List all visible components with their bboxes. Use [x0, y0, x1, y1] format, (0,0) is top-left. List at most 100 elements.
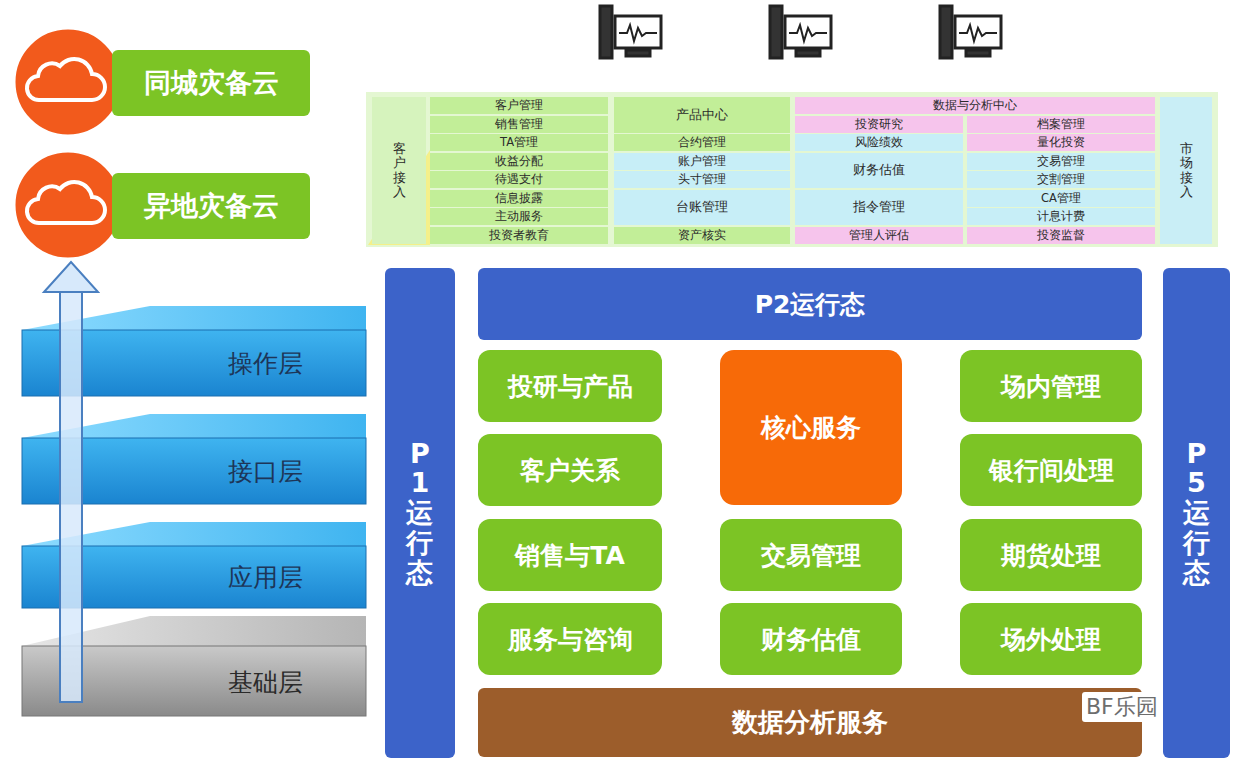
diagram-box: 风险绩效	[795, 134, 963, 151]
box-text: 风险绩效	[855, 135, 903, 150]
box-text: 期货处理	[1001, 539, 1101, 572]
box-text: 操作层	[228, 347, 303, 380]
box-text: 数据分析服务	[732, 705, 888, 740]
diagram-box: 资产核实	[614, 227, 790, 244]
diagram-box: 销售与TA	[478, 519, 662, 591]
box-text: 客户接入	[393, 142, 406, 199]
cloud-circles	[14, 28, 122, 259]
table-backdrop	[366, 92, 1218, 247]
box-text: 接口层	[228, 455, 303, 488]
box-text: CA管理	[1041, 191, 1081, 206]
diagram-box: P5运行态	[1163, 268, 1230, 758]
box-text: 台账管理	[676, 198, 728, 216]
diagram-box: 场外处理	[960, 603, 1142, 675]
box-text: 产品中心	[676, 106, 728, 124]
box-text: 销售与TA	[515, 539, 624, 572]
box-text: 投研与产品	[508, 370, 633, 403]
box-text: 财务估值	[853, 161, 905, 179]
diagram-box: 市场接入	[1160, 97, 1212, 244]
diagram-box: 核心服务	[720, 350, 902, 505]
diagram-box: 合约管理	[614, 134, 790, 151]
box-text: 交割管理	[1037, 172, 1085, 187]
diagram-box: 主动服务	[430, 208, 608, 225]
diagram-box: 产品中心	[614, 97, 790, 133]
box-text: 银行间处理	[989, 454, 1114, 487]
diagram-box: 投资监督	[967, 227, 1155, 244]
box-text: 销售管理	[495, 117, 543, 132]
box-text: 财务估值	[761, 623, 861, 656]
box-text: 场外处理	[1001, 623, 1101, 656]
box-text: 同城灾备云	[144, 65, 279, 101]
diagram-box: 台账管理	[614, 190, 790, 226]
diagram-box: P2运行态	[478, 268, 1142, 340]
box-text: 信息披露	[495, 191, 543, 206]
box-text: 异地灾备云	[144, 188, 279, 224]
box-text: 核心服务	[761, 411, 861, 444]
box-text: 交易管理	[1037, 154, 1085, 169]
diagram-box: 收益分配	[430, 153, 608, 170]
diagram-box: 计息计费	[967, 208, 1155, 225]
box-text: 头寸管理	[678, 172, 726, 187]
diagram-box: 接口层	[170, 442, 360, 500]
diagram-box: 投研与产品	[478, 350, 662, 422]
box-text: P1运行态	[401, 439, 439, 587]
box-text: P5运行态	[1178, 439, 1216, 587]
computer-icons	[600, 6, 1001, 58]
diagram-box: 量化投资	[967, 134, 1155, 151]
diagram-box: P1运行态	[385, 268, 455, 758]
box-text: 客户关系	[520, 454, 620, 487]
diagram-box: 交割管理	[967, 171, 1155, 188]
box-text: 投资监督	[1037, 228, 1085, 243]
box-text: 场内管理	[1001, 370, 1101, 403]
watermark: BF乐园	[1082, 692, 1162, 722]
diagram-box: 待遇支付	[430, 171, 608, 188]
diagram-box: 管理人评估	[795, 227, 963, 244]
box-text: 应用层	[228, 561, 303, 594]
box-text: 管理人评估	[849, 228, 909, 243]
diagram-box: 同城灾备云	[112, 50, 310, 116]
diagram-box: 头寸管理	[614, 171, 790, 188]
diagram-box: 财务估值	[795, 153, 963, 189]
diagram-box: 应用层	[170, 549, 360, 605]
diagram-box: 基础层	[170, 652, 360, 712]
diagram-box: 信息披露	[430, 190, 608, 207]
diagram-box: 客户接入	[372, 97, 426, 244]
diagram-box: 客户管理	[430, 97, 608, 114]
box-text: 投资者教育	[489, 228, 549, 243]
box-text: 计息计费	[1037, 209, 1085, 224]
diagram-box: 财务估值	[720, 603, 902, 675]
diagram-box: 数据与分析中心	[795, 97, 1155, 114]
diagram-box: TA管理	[430, 134, 608, 151]
diagram-box: 银行间处理	[960, 434, 1142, 506]
up-arrow	[44, 262, 98, 702]
box-text: 投资研究	[855, 117, 903, 132]
box-text: 档案管理	[1037, 117, 1085, 132]
box-text: P2运行态	[755, 288, 866, 321]
box-text: 资产核实	[678, 228, 726, 243]
diagram-box: 投资者教育	[430, 227, 608, 244]
diagram-box: 数据分析服务	[478, 688, 1142, 757]
box-text: TA管理	[500, 135, 538, 150]
box-text: 数据与分析中心	[933, 98, 1017, 113]
box-text: 主动服务	[495, 209, 543, 224]
diagram-box: 服务与咨询	[478, 603, 662, 675]
diagram-box: CA管理	[967, 190, 1155, 207]
box-text: 市场接入	[1180, 142, 1193, 199]
diagram-box: 操作层	[170, 334, 360, 392]
box-text: 客户管理	[495, 98, 543, 113]
box-text: 量化投资	[1037, 135, 1085, 150]
box-text: 合约管理	[678, 135, 726, 150]
box-text: 交易管理	[761, 539, 861, 572]
diagram-box: 投资研究	[795, 116, 963, 133]
diagram-box: 期货处理	[960, 519, 1142, 591]
diagram-box: 档案管理	[967, 116, 1155, 133]
diagram-box: 异地灾备云	[112, 173, 310, 239]
box-text: 待遇支付	[495, 172, 543, 187]
diagram-box: 账户管理	[614, 153, 790, 170]
box-text: 服务与咨询	[508, 623, 633, 656]
diagram-box: 交易管理	[967, 153, 1155, 170]
diagram-box: 场内管理	[960, 350, 1142, 422]
box-text: 指令管理	[853, 198, 905, 216]
diagram-box: 指令管理	[795, 190, 963, 226]
diagram-box: 交易管理	[720, 519, 902, 591]
